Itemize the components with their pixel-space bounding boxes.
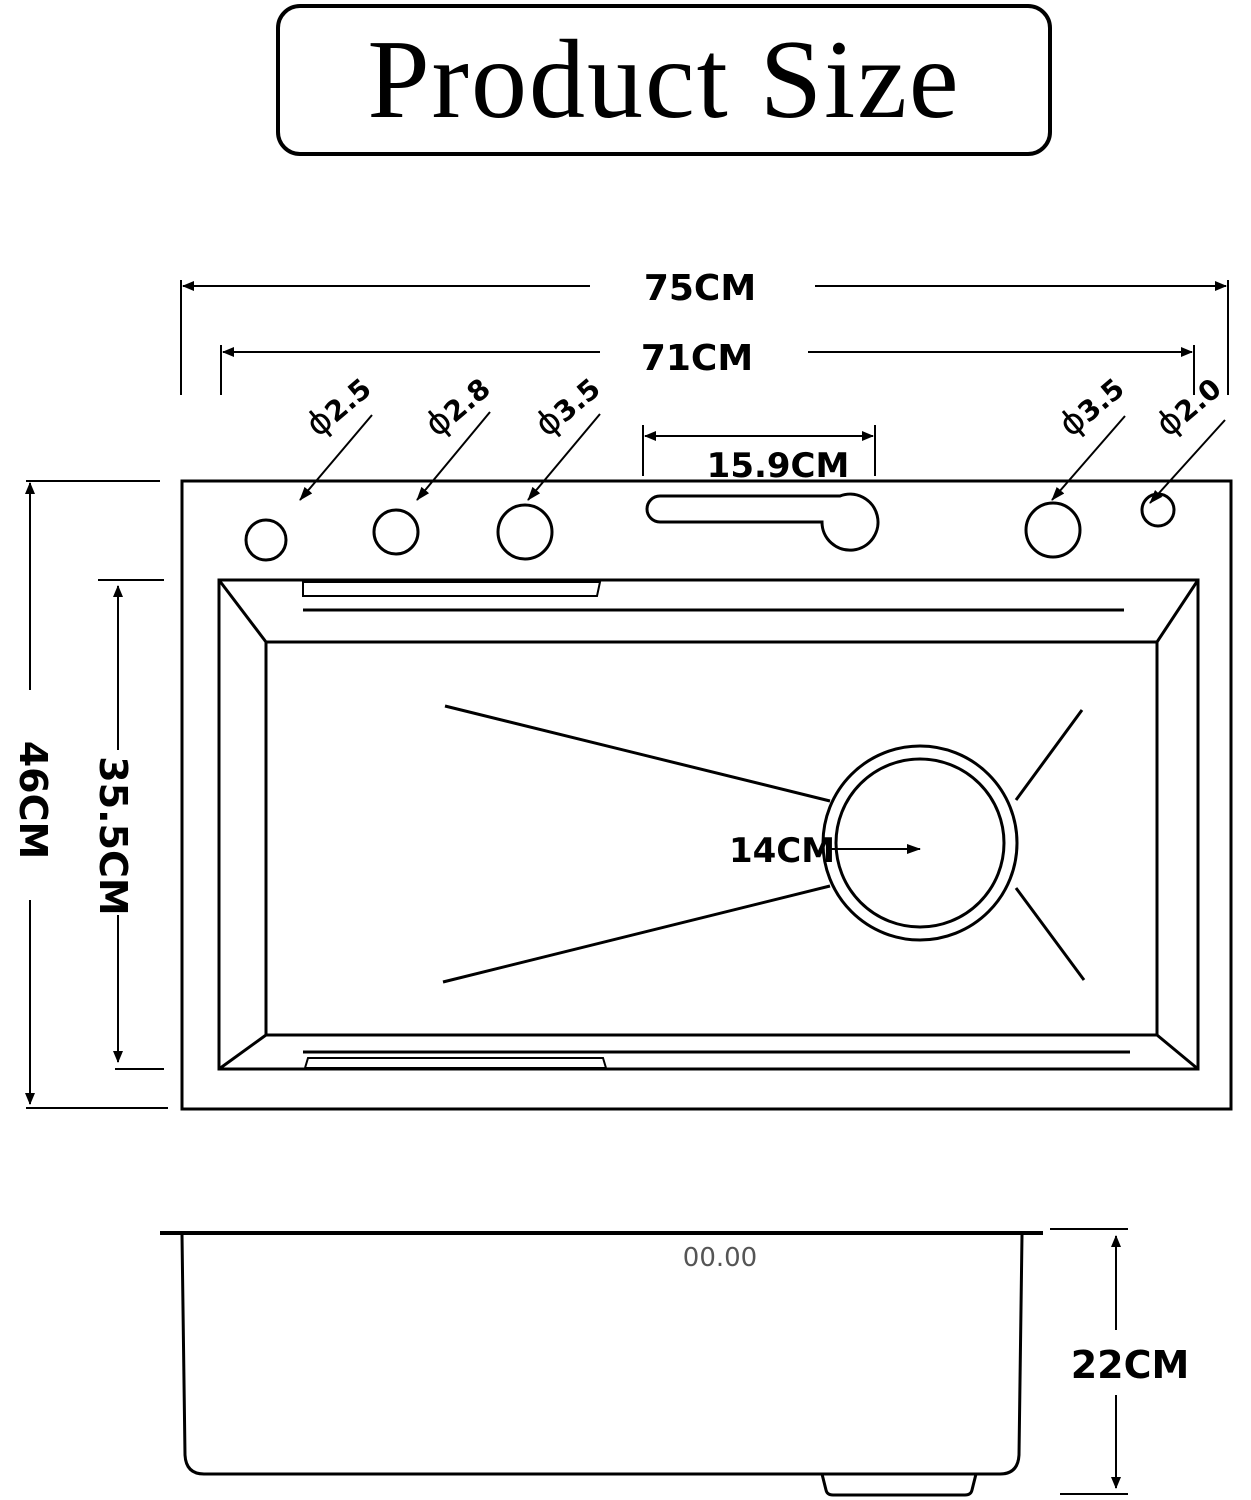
inner-width-label: 71CM xyxy=(641,338,753,379)
height-label: 22CM xyxy=(1071,1343,1190,1387)
faucet-hole-2 xyxy=(372,508,420,556)
drain-diameter-label: 14CM xyxy=(729,831,835,871)
svg-text:ϕ2.0: ϕ2.0 xyxy=(1148,368,1229,445)
bottom-rail xyxy=(303,1057,608,1069)
side-view-label: 00.00 xyxy=(683,1243,757,1273)
top-rail xyxy=(302,581,602,597)
height-dimension: 22CM xyxy=(1050,1228,1190,1495)
slot-width-dimension: 15.9CM xyxy=(642,425,876,486)
sink-side-view: 00.00 xyxy=(160,1231,1043,1497)
bowl-depth-label: 35.5CM xyxy=(91,756,135,915)
faucet-hole-3 xyxy=(496,503,554,561)
svg-text:ϕ3.5: ϕ3.5 xyxy=(527,368,608,445)
overall-depth-label: 46CM xyxy=(11,741,55,860)
inner-width-dimension: 71CM xyxy=(220,338,1195,395)
drain-inner xyxy=(834,757,1006,929)
svg-text:ϕ2.5: ϕ2.5 xyxy=(298,368,379,445)
bowl-depth-dimension: 35.5CM xyxy=(91,579,164,1070)
overall-width-dimension: 75CM xyxy=(180,268,1229,395)
slot-width-label: 15.9CM xyxy=(707,446,850,486)
faucet-hole-5 xyxy=(1140,492,1176,528)
sink-top-view xyxy=(180,479,1233,1111)
page-title: Product Size xyxy=(367,18,961,142)
title-box: Product Size xyxy=(276,4,1052,156)
faucet-hole-1 xyxy=(244,518,288,562)
knife-slot xyxy=(645,492,880,552)
hole-callout-5: ϕ2.0 xyxy=(1148,368,1229,504)
overall-width-label: 75CM xyxy=(644,268,756,309)
drain-outer xyxy=(821,744,1019,942)
drain-stub xyxy=(820,1473,978,1497)
drain-diameter-dimension: 14CM xyxy=(729,831,921,871)
svg-text:ϕ3.5: ϕ3.5 xyxy=(1051,368,1132,445)
svg-text:ϕ2.8: ϕ2.8 xyxy=(417,368,498,445)
overall-depth-dimension: 46CM xyxy=(11,480,168,1109)
faucet-hole-4 xyxy=(1024,501,1082,559)
